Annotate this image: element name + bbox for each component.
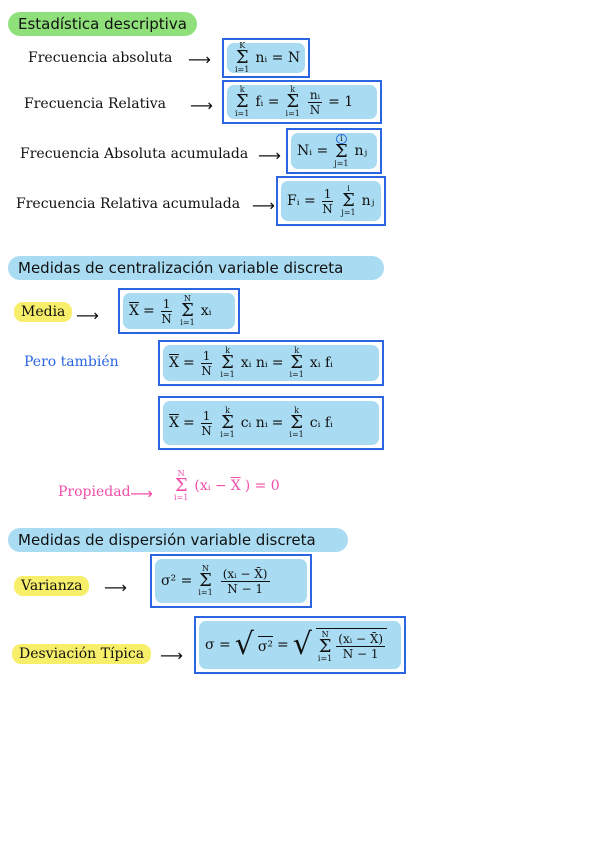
label-pero-tambien: Pero también: [24, 354, 119, 370]
right-arrow-icon: ⟶: [190, 96, 213, 115]
label-frecuencia-relativa: Frecuencia Relativa: [24, 96, 166, 112]
section-header-dispersion: Medidas de dispersión variable discreta: [8, 528, 348, 552]
right-arrow-icon: ⟶: [76, 306, 99, 325]
section-header-centralizacion: Medidas de centralización variable discr…: [8, 256, 384, 280]
label-frecuencia-absoluta-acumulada: Frecuencia Absoluta acumulada: [20, 146, 249, 162]
right-arrow-icon: ⟶: [188, 50, 211, 69]
label-frecuencia-relativa-acumulada: Frecuencia Relativa acumulada: [16, 196, 241, 212]
label-media: Media: [14, 302, 73, 322]
label-propiedad: Propiedad: [58, 484, 131, 500]
right-arrow-icon: ⟶: [160, 646, 183, 665]
right-arrow-icon: ⟶: [258, 146, 281, 165]
label-frecuencia-absoluta: Frecuencia absoluta: [28, 50, 173, 66]
right-arrow-icon: ⟶: [252, 196, 275, 215]
label-varianza: Varianza: [14, 576, 90, 596]
right-arrow-icon: ⟶: [104, 578, 127, 597]
label-desviacion-tipica: Desviación Típica: [12, 644, 152, 664]
section-header-estadistica: Estadística descriptiva: [8, 12, 197, 36]
right-arrow-icon: ⟶: [130, 484, 153, 503]
